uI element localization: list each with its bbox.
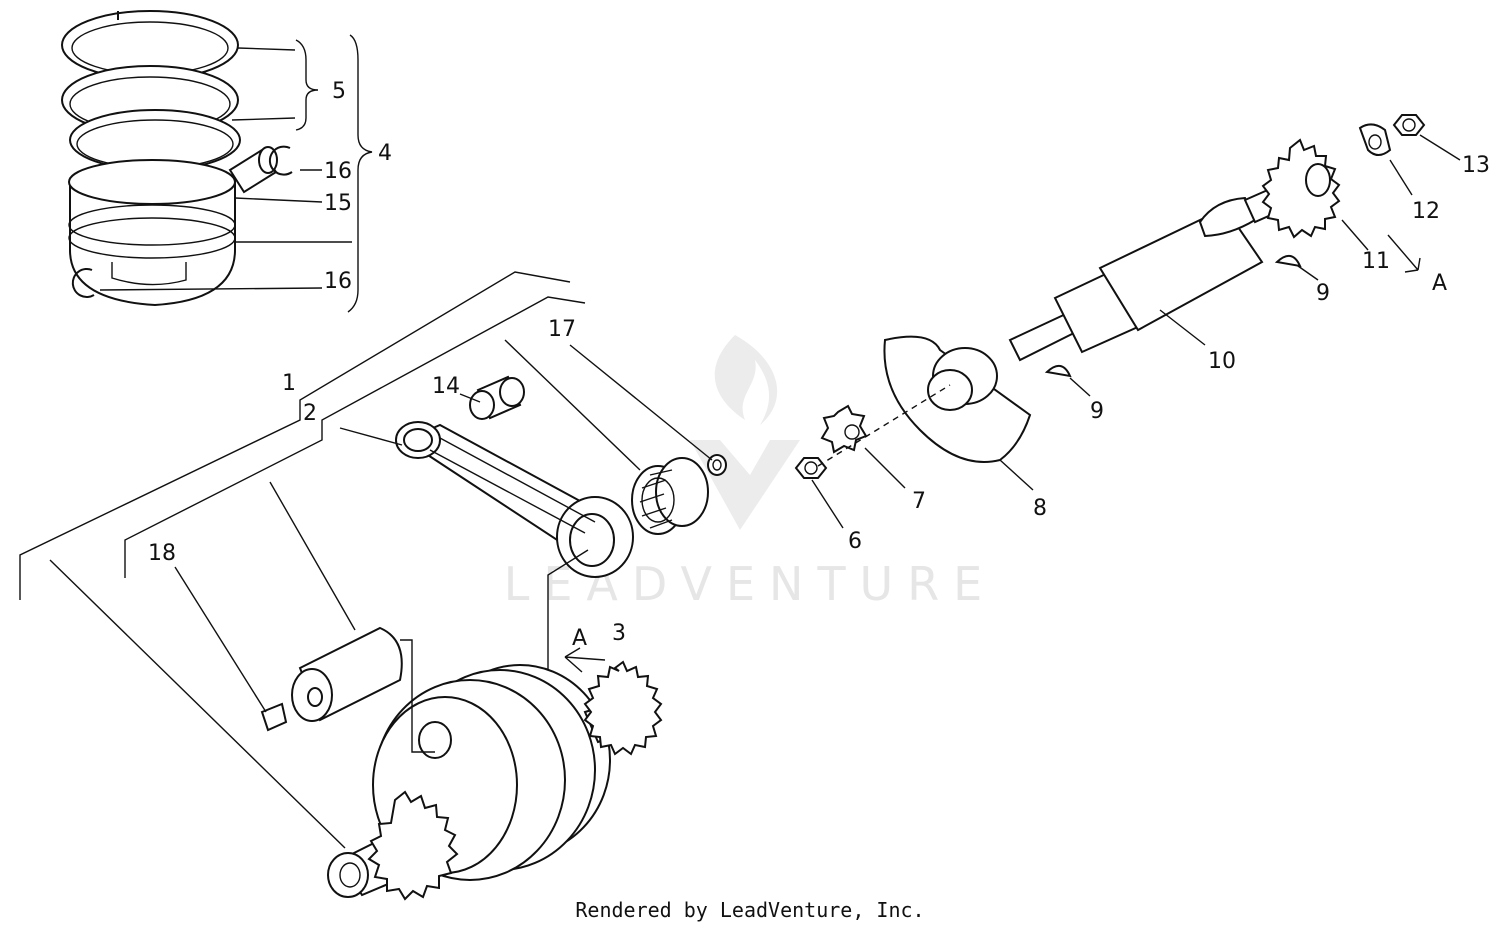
callout-15: 15 bbox=[324, 191, 352, 216]
callout-14: 14 bbox=[432, 374, 460, 399]
callout-5: 5 bbox=[332, 79, 346, 104]
callout-18: 18 bbox=[148, 541, 176, 566]
callout-3: 3 bbox=[612, 621, 626, 646]
callout-10: 10 bbox=[1208, 349, 1236, 374]
callout-1: 1 bbox=[282, 371, 296, 396]
callout-7: 7 bbox=[912, 489, 926, 514]
callout-16a: 16 bbox=[324, 159, 352, 184]
callout-9a: 9 bbox=[1090, 399, 1104, 424]
callout-6: 6 bbox=[848, 529, 862, 554]
callout-12: 12 bbox=[1412, 199, 1440, 224]
callout-11: 11 bbox=[1362, 249, 1390, 274]
callout-17: 17 bbox=[548, 317, 576, 342]
callout-a-upper: A bbox=[1432, 271, 1447, 296]
balancer-shaft-assembly bbox=[794, 114, 1461, 529]
callout-2: 2 bbox=[303, 401, 317, 426]
callout-13: 13 bbox=[1462, 153, 1490, 178]
footer-credit: Rendered by LeadVenture, Inc. bbox=[575, 898, 925, 922]
crankshaft-assembly bbox=[19, 271, 727, 901]
callout-8: 8 bbox=[1033, 496, 1047, 521]
piston-assembly bbox=[61, 10, 373, 313]
callout-16b: 16 bbox=[324, 269, 352, 294]
callout-9b: 9 bbox=[1316, 281, 1330, 306]
callout-labels: 1 2 3 4 5 6 7 8 9 9 10 11 12 13 14 15 16… bbox=[148, 79, 1490, 651]
callout-a-lower: A bbox=[572, 626, 587, 651]
callout-4: 4 bbox=[378, 141, 392, 166]
